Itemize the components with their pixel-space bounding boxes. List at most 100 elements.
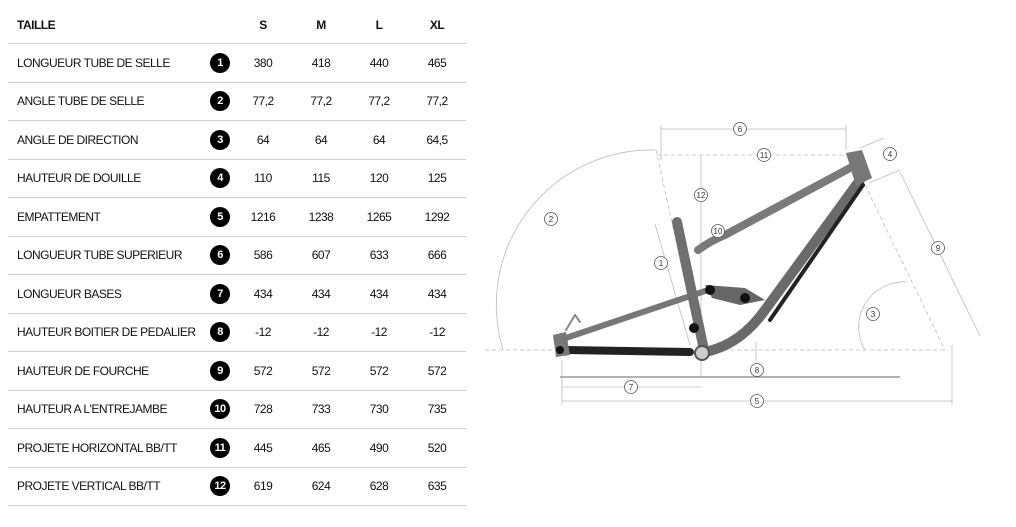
dim-2-arc <box>495 149 656 351</box>
marker-badge: 1 <box>210 52 230 73</box>
row-label: ANGLE TUBE DE SELLE <box>17 94 145 109</box>
diagram-marker-7: 7 <box>624 380 638 394</box>
header-size-l: L <box>375 17 383 32</box>
header-size-m: M <box>316 17 326 32</box>
marker-badge: 5 <box>210 206 230 227</box>
badge-cell: 4 <box>206 168 234 189</box>
value-l: 572 <box>369 363 389 378</box>
value-s: 380 <box>253 55 273 70</box>
value-xl: 572 <box>427 363 447 378</box>
value-m: 1238 <box>308 209 334 224</box>
diagram-marker-label: 10 <box>714 227 723 236</box>
value-s: 445 <box>253 440 273 455</box>
diagram-marker-label: 3 <box>871 310 876 319</box>
row-label: HAUTEUR DE DOUILLE <box>17 171 141 186</box>
header-size-xl: XL <box>429 17 445 32</box>
value-m: 572 <box>311 363 331 378</box>
diagram-marker-label: 5 <box>755 397 760 406</box>
row-label: PROJETE HORIZONTAL BB/TT <box>17 440 178 455</box>
badge-cell: 9 <box>206 360 234 381</box>
frame <box>553 150 872 361</box>
diagram-marker-3: 3 <box>866 307 880 321</box>
value-m: 418 <box>311 55 331 70</box>
badge-cell: 5 <box>206 206 234 227</box>
value-s: -12 <box>255 325 271 340</box>
value-m: 624 <box>311 479 331 494</box>
value-xl: 434 <box>427 286 447 301</box>
value-s: 619 <box>253 479 273 494</box>
marker-badge: 6 <box>210 245 230 266</box>
badge-cell: 11 <box>206 437 234 458</box>
table-row: HAUTEUR BOITIER DE PEDALIER 8-12-12-12-1… <box>8 314 466 352</box>
badge-cell: 2 <box>206 91 234 112</box>
value-l: 628 <box>369 479 389 494</box>
value-s: 434 <box>253 286 273 301</box>
row-label: ANGLE DE DIRECTION <box>17 132 139 147</box>
row-label: LONGUEUR TUBE SUPERIEUR <box>17 248 182 263</box>
row-label: LONGUEUR BASES <box>17 286 122 301</box>
value-s: 1216 <box>250 209 276 224</box>
value-l: 120 <box>369 171 389 186</box>
value-s: 77,2 <box>252 94 274 109</box>
badge-cell: 10 <box>206 399 234 420</box>
table-row: HAUTEUR DE FOURCHE 9 572 572 572 572 <box>8 352 466 391</box>
dim-3-arc <box>858 281 907 351</box>
diagram-marker-11: 11 <box>757 148 771 162</box>
row-label: HAUTEUR DE FOURCHE <box>17 363 149 378</box>
diagram-marker-label: 2 <box>549 215 554 224</box>
diagram-marker-label: 6 <box>738 125 743 134</box>
value-s: 572 <box>253 363 273 378</box>
table-row: LONGUEUR BASES 7 434 434 434 434 <box>8 275 466 314</box>
value-m: -12 <box>313 325 329 340</box>
value-m: 64 <box>314 132 328 147</box>
value-s: 110 <box>254 171 272 186</box>
geometry-table: TAILLE S M L XL LONGUEUR TUBE DE SELLE 1… <box>8 6 466 506</box>
value-l: -12 <box>371 325 387 340</box>
diagram-marker-12: 12 <box>694 188 708 202</box>
value-l: 1265 <box>366 209 392 224</box>
table-header: TAILLE S M L XL <box>8 6 466 44</box>
diagram-marker-8: 8 <box>750 363 764 377</box>
diagram-marker-4: 4 <box>883 147 897 161</box>
value-l: 633 <box>369 248 389 263</box>
value-m: 77,2 <box>310 94 332 109</box>
marker-badge: 7 <box>210 283 230 304</box>
value-m: 434 <box>311 286 331 301</box>
diagram-marker-label: 8 <box>755 366 760 375</box>
marker-badge: 2 <box>210 91 230 112</box>
row-label: EMPATTEMENT <box>17 209 101 224</box>
diagram-marker-label: 4 <box>888 150 893 159</box>
row-label: HAUTEUR BOITIER DE PEDALIER <box>17 325 196 340</box>
value-xl: 77,2 <box>426 94 448 109</box>
badge-cell: 7 <box>206 283 234 304</box>
marker-badge: 3 <box>210 129 230 150</box>
diagram-marker-9: 9 <box>931 241 945 255</box>
dim-1 <box>654 223 691 346</box>
value-l: 730 <box>369 402 389 417</box>
marker-badge: 4 <box>210 168 230 189</box>
value-xl: 465 <box>427 55 447 70</box>
marker-badge: 12 <box>210 476 230 497</box>
value-l: 434 <box>369 286 389 301</box>
value-l: 440 <box>369 55 389 70</box>
value-l: 490 <box>369 440 389 455</box>
badge-cell: 3 <box>206 129 234 150</box>
value-s: 728 <box>253 402 273 417</box>
diagram-marker-label: 9 <box>936 244 941 253</box>
value-xl: 64,5 <box>426 132 448 147</box>
diagram-marker-label: 12 <box>697 191 706 200</box>
header-size-s: S <box>259 17 267 32</box>
diagram-marker-2: 2 <box>544 212 558 226</box>
value-m: 115 <box>312 171 330 186</box>
badge-cell: 1 <box>206 52 234 73</box>
row-label: PROJETE VERTICAL BB/TT <box>17 479 161 494</box>
